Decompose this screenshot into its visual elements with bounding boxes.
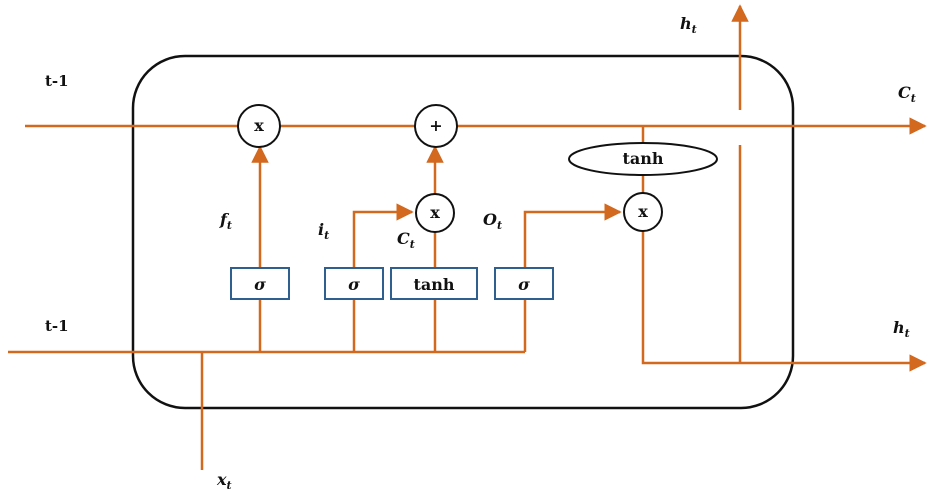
forget-gate-label: ft: [219, 210, 232, 232]
cell-tanh-node: tanh: [568, 142, 718, 176]
candidate-label: Ct: [397, 229, 415, 251]
candidate-gate-tanh: tanh: [413, 275, 454, 294]
forget-gate: σ: [230, 267, 290, 300]
cell-state-prev-label: t-1: [45, 72, 69, 90]
forget-multiply-node: x: [237, 104, 281, 148]
add-node: +: [414, 104, 458, 148]
hidden-state-prev-label: t-1: [45, 317, 69, 335]
hidden-state-right-label: ht: [893, 318, 910, 340]
candidate-gate: tanh: [390, 267, 478, 300]
input-multiply-symbol: x: [430, 203, 440, 222]
input-multiply-node: x: [415, 193, 455, 233]
output-gate: σ: [494, 267, 554, 300]
lstm-cell-boundary: [131, 54, 795, 410]
output-gate-label: Ot: [483, 210, 502, 232]
hidden-state-top-label: ht: [680, 14, 697, 36]
input-gate-sigma: σ: [348, 275, 360, 294]
cell-tanh-label: tanh: [622, 149, 663, 168]
input-gate-label: it: [318, 220, 329, 242]
input-gate-out-wire: [352, 203, 414, 268]
forget-multiply-symbol: x: [254, 116, 264, 135]
add-symbol: +: [429, 116, 442, 135]
output-gate-out-wire: [523, 203, 622, 268]
forget-gate-sigma: σ: [254, 275, 266, 294]
cell-state-out-label: Ct: [898, 83, 916, 105]
hidden-state-output-wire: [641, 231, 927, 372]
input-xt-label: xt: [216, 470, 232, 492]
input-gate: σ: [324, 267, 384, 300]
output-multiply-symbol: x: [638, 202, 648, 221]
output-multiply-node: x: [623, 192, 663, 232]
output-gate-sigma: σ: [518, 275, 530, 294]
